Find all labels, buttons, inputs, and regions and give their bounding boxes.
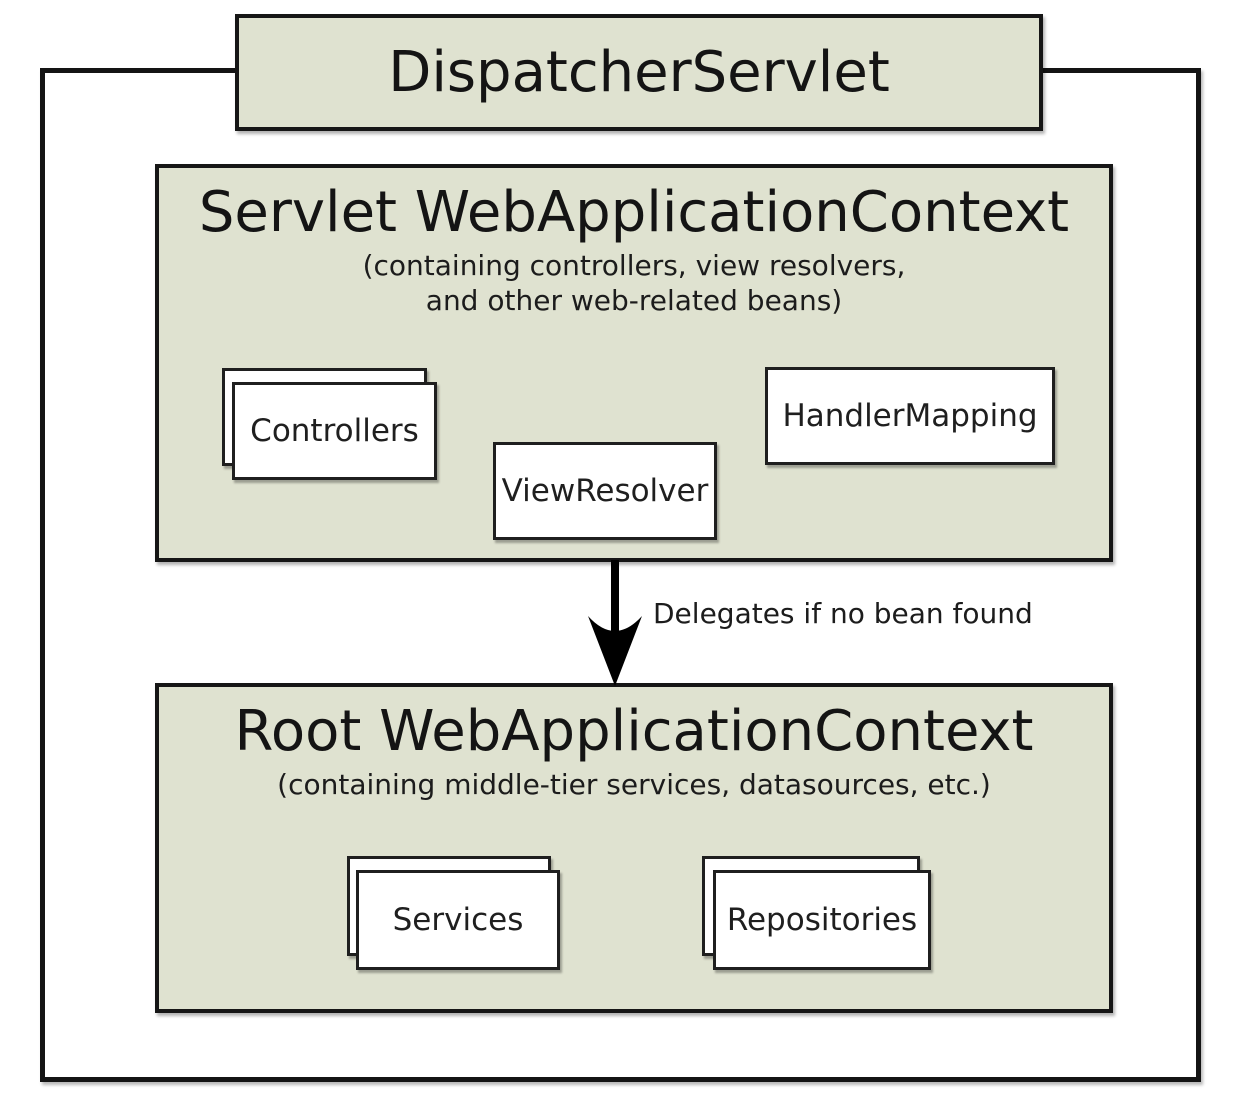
bean-repositories-label: Repositories xyxy=(726,902,918,938)
servlet-webapplicationcontext-box: Servlet WebApplicationContext (containin… xyxy=(155,164,1113,562)
dispatcher-servlet-box: DispatcherServlet xyxy=(235,14,1043,131)
bean-view-resolver: ViewResolver xyxy=(493,442,717,540)
delegates-arrow-label: Delegates if no bean found xyxy=(653,597,1033,630)
bean-handler-mapping-label: HandlerMapping xyxy=(782,398,1038,434)
bean-services-front-card: Services xyxy=(356,870,560,970)
bean-services: Services xyxy=(347,856,562,971)
servlet-context-title: Servlet WebApplicationContext xyxy=(198,180,1070,245)
bean-controllers: Controllers xyxy=(222,368,438,481)
bean-controllers-label: Controllers xyxy=(250,413,419,449)
bean-services-label: Services xyxy=(392,902,524,938)
servlet-context-subtitle-line2: and other web-related beans) xyxy=(425,284,843,318)
bean-repositories-front-card: Repositories xyxy=(713,870,931,970)
bean-handler-mapping: HandlerMapping xyxy=(765,367,1055,465)
dispatcher-servlet-label: DispatcherServlet xyxy=(388,40,890,105)
root-webapplicationcontext-box: Root WebApplicationContext (containing m… xyxy=(155,683,1113,1013)
bean-view-resolver-label: ViewResolver xyxy=(501,473,709,509)
root-context-title: Root WebApplicationContext xyxy=(234,699,1034,764)
root-context-subtitle: (containing middle-tier services, dataso… xyxy=(277,767,991,801)
servlet-context-subtitle: (containing controllers, view resolvers,… xyxy=(159,248,1109,320)
bean-controllers-front-card: Controllers xyxy=(232,382,437,480)
delegates-arrow-icon xyxy=(588,560,642,686)
bean-repositories: Repositories xyxy=(702,856,932,971)
servlet-context-subtitle-line1: (containing controllers, view resolvers, xyxy=(362,248,906,282)
